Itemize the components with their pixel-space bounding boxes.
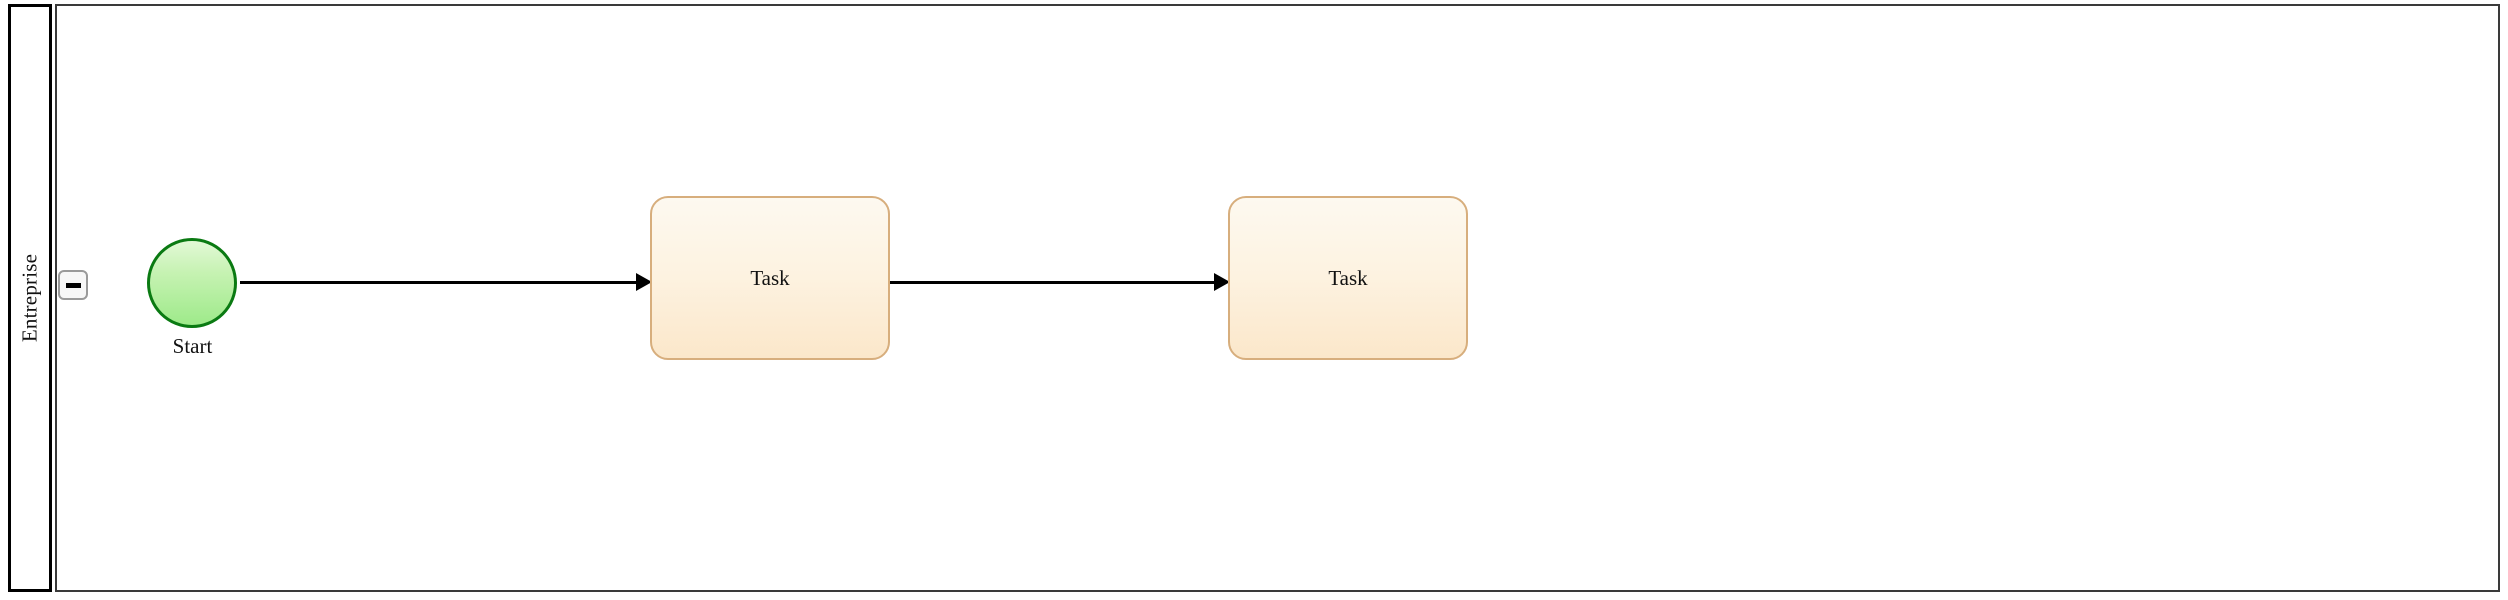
- flow-line: [240, 281, 636, 284]
- start-event-node[interactable]: [147, 238, 237, 328]
- sequence-flow-start-to-task1[interactable]: [240, 273, 652, 293]
- arrowhead-icon: [1214, 273, 1230, 291]
- minus-icon: [65, 282, 81, 288]
- task-label: Task: [750, 265, 790, 290]
- pool-header[interactable]: Entreprise: [8, 4, 52, 592]
- task-node-2[interactable]: Task: [1228, 196, 1468, 360]
- task-node-1[interactable]: Task: [650, 196, 890, 360]
- sequence-flow-task1-to-task2[interactable]: [890, 273, 1230, 293]
- flow-line: [890, 281, 1214, 284]
- task-label: Task: [1328, 265, 1368, 290]
- start-event-label: Start: [172, 334, 213, 358]
- arrowhead-icon: [636, 273, 652, 291]
- pool-collapse-button[interactable]: [58, 270, 88, 300]
- pool-header-label: Entreprise: [17, 253, 42, 343]
